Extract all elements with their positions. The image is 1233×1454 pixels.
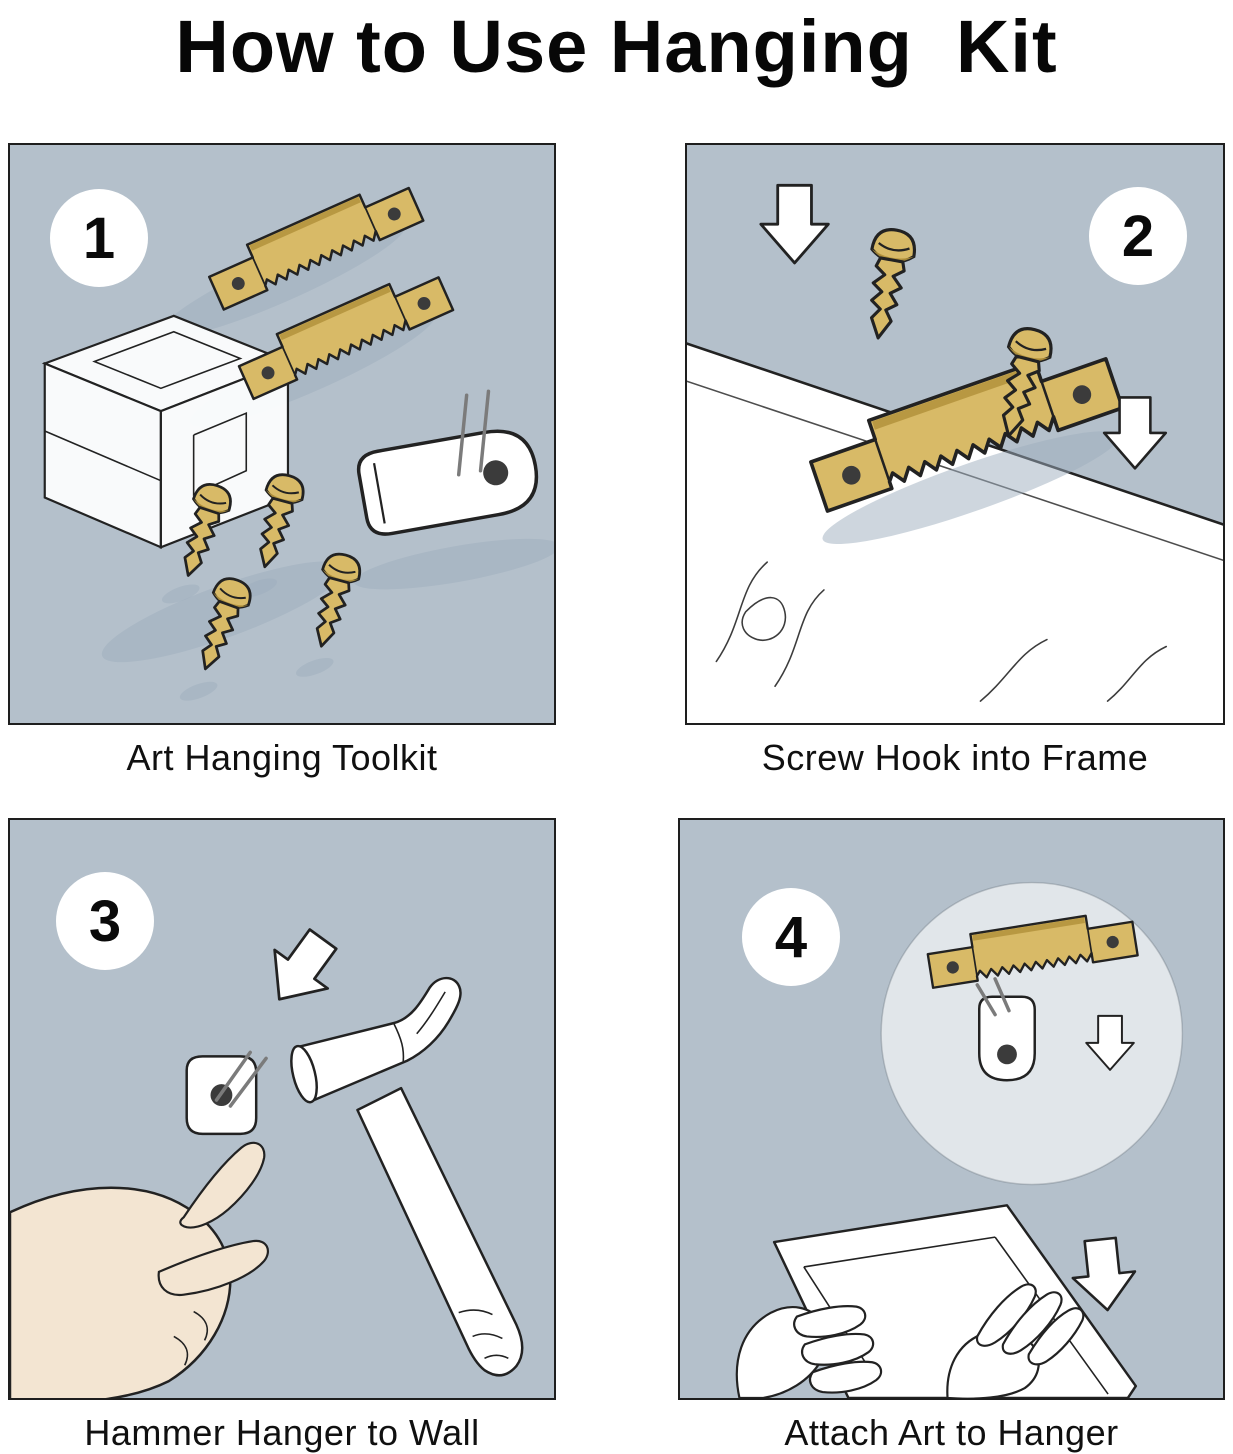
hook-hanger xyxy=(353,422,545,540)
step-2-caption: Screw Hook into Frame xyxy=(761,737,1149,778)
shadow xyxy=(295,657,334,677)
step-4-illustration xyxy=(735,881,1184,1398)
step-3-caption: Hammer Hanger to Wall xyxy=(84,1412,480,1453)
pin-nail xyxy=(478,389,491,473)
page-title: How to Use Hanging Kit xyxy=(175,5,1058,88)
shadow xyxy=(160,221,406,338)
hand xyxy=(10,1141,269,1398)
screw-icon xyxy=(855,224,920,344)
down-left-arrow-icon xyxy=(251,918,351,1020)
step-number-badge: 1 xyxy=(50,189,148,287)
step-1: 1 Art Hanging Toolkit xyxy=(8,143,556,779)
step-4: 4 Attach Art to Hanger xyxy=(678,818,1225,1454)
step-2-illustration xyxy=(687,183,1223,723)
step-number: 4 xyxy=(774,904,808,970)
hook-hanger xyxy=(975,977,1036,1082)
shadow xyxy=(822,431,1119,545)
step-2: 2 Screw Hook into Frame xyxy=(685,143,1225,779)
step-3-illustration xyxy=(10,918,524,1398)
step-3-panel: 3 xyxy=(8,818,556,1400)
hand xyxy=(735,1305,883,1398)
step-4-caption: Attach Art to Hanger xyxy=(784,1412,1119,1453)
pin-nail xyxy=(214,1050,252,1102)
step-4-panel: 4 xyxy=(678,818,1225,1400)
shadow xyxy=(161,584,200,604)
pin-nail xyxy=(993,977,1011,1013)
step-1-panel: 1 xyxy=(8,143,556,725)
step-number: 2 xyxy=(1121,203,1155,269)
shadow xyxy=(354,538,554,590)
step-number: 3 xyxy=(88,888,122,954)
toolkit-box xyxy=(41,314,291,549)
step-2-panel: 2 xyxy=(685,143,1225,725)
pin-nail xyxy=(456,393,469,477)
down-arrow-icon xyxy=(759,183,830,265)
step-3: 3 Hammer Hanger to Wall xyxy=(8,818,556,1454)
pin-nail xyxy=(975,983,997,1017)
magnifier-circle xyxy=(880,881,1184,1186)
hand xyxy=(946,1283,1085,1398)
step-number: 1 xyxy=(82,205,116,271)
down-arrow-icon xyxy=(1067,1234,1140,1315)
hammer xyxy=(290,976,524,1377)
step-1-caption: Art Hanging Toolkit xyxy=(126,737,438,778)
step-1-illustration xyxy=(41,174,554,701)
hook-hanger xyxy=(185,1050,268,1136)
step-number-badge: 4 xyxy=(742,888,840,986)
pin-nail xyxy=(228,1056,268,1108)
shadow xyxy=(179,681,218,701)
step-number-badge: 3 xyxy=(56,872,154,970)
step-number-badge: 2 xyxy=(1089,187,1187,285)
